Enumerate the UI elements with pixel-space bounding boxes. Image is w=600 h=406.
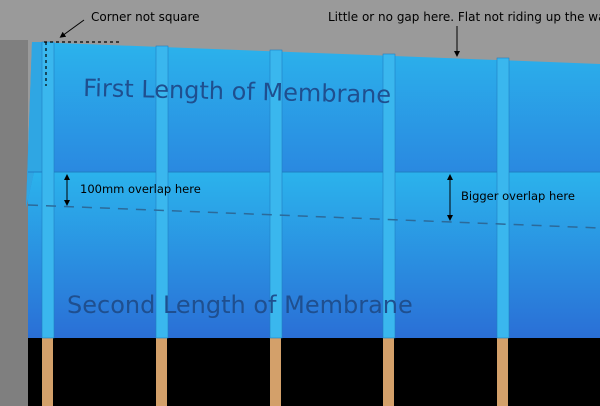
overlap-100mm-arrowhead-top: [64, 174, 70, 180]
second-membrane-length: [28, 172, 600, 338]
first-membrane-skewed-edge: [26, 42, 44, 208]
first-length-title: First Length of Membrane: [83, 74, 392, 109]
second-length-title: Second Length of Membrane: [67, 291, 413, 319]
overlap-100mm-label: 100mm overlap here: [80, 182, 201, 196]
batten: [496, 57, 510, 339]
first-membrane-length: [26, 42, 600, 208]
bigger-overlap-label: Bigger overlap here: [461, 189, 575, 203]
void-area: [28, 338, 600, 406]
rafter: [383, 336, 394, 406]
rafter: [42, 336, 53, 406]
battens: [41, 41, 510, 339]
batten: [155, 45, 169, 339]
batten: [41, 41, 55, 339]
wall-side: [0, 40, 28, 406]
membrane-edge-dashed-line: [27, 204, 600, 229]
overlap-100mm-arrowhead-bottom: [64, 200, 70, 206]
rafter: [497, 336, 508, 406]
bigger-overlap-arrowhead-bottom: [447, 215, 453, 221]
corner-arrow: [59, 19, 85, 38]
bigger-overlap-arrowhead-top: [447, 174, 453, 180]
rafter: [270, 336, 281, 406]
rafters: [42, 336, 508, 406]
little-gap-label: Little or no gap here. Flat not riding u…: [328, 10, 600, 24]
batten: [269, 49, 283, 339]
batten: [382, 53, 396, 339]
rafter: [156, 336, 167, 406]
corner-not-square-label: Corner not square: [91, 10, 200, 24]
